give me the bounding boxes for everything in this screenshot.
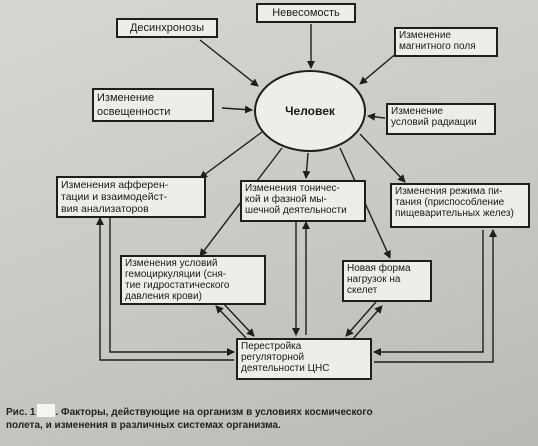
factor-lighting: Изменение освещенности <box>92 88 214 122</box>
effect-muscle-tone: Изменения тоничес- кой и фазной мы- шечн… <box>240 180 366 222</box>
caption-prefix: Рис. 1 <box>6 407 36 418</box>
effect-skeleton-load: Новая форма нагрузок на скелет <box>342 260 432 302</box>
factor-magnetic-field: Изменение магнитного поля <box>394 27 498 57</box>
human-label: Человек <box>285 104 335 118</box>
human-node: Человек <box>254 70 366 152</box>
factor-radiation: Изменение условий радиации <box>386 103 496 135</box>
effect-nutrition: Изменения режима пи- тания (приспособлен… <box>390 183 530 228</box>
factor-weightlessness: Невесомость <box>256 3 356 23</box>
figure-caption: Рис. 1. Факторы, действующие на организм… <box>6 404 526 432</box>
factor-desynchronosis: Десинхронозы <box>116 18 218 38</box>
figure-number-redaction <box>36 404 55 417</box>
effect-hemocirculation: Изменения условий гемоциркуляции (сня- т… <box>120 255 266 305</box>
effect-afferentation: Изменения афферен- тации и взаимодейст- … <box>56 176 206 218</box>
caption-text: . Факторы, действующие на организм в усл… <box>6 407 373 431</box>
cns-restructuring: Перестройка регуляторной деятельности ЦН… <box>236 338 372 380</box>
